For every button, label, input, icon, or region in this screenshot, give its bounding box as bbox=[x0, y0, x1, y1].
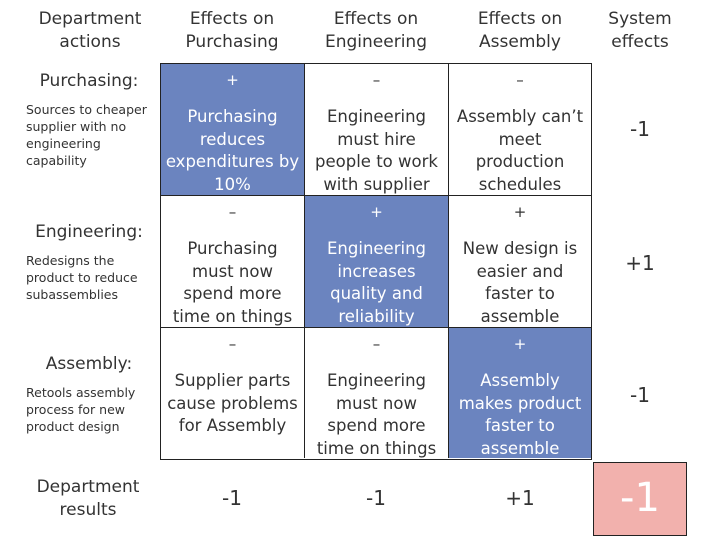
result-assembly: +1 bbox=[505, 486, 535, 510]
effect-text: Assembly makes product faster to assembl… bbox=[458, 371, 582, 458]
row-heading-assembly: Assembly: Retools assembly process for n… bbox=[20, 353, 158, 435]
row-heading-engineering: Engineering: Redesigns the product to re… bbox=[20, 221, 158, 303]
row-title: Purchasing: bbox=[39, 71, 139, 91]
header-system-effects: System effects bbox=[598, 8, 682, 54]
system-total-value: -1 bbox=[620, 475, 660, 521]
header-department-actions: Department actions bbox=[20, 8, 160, 54]
matrix-cell: + Assembly makes product faster to assem… bbox=[449, 328, 591, 458]
result-engineering: -1 bbox=[366, 486, 386, 510]
effect-sign: + bbox=[513, 335, 527, 353]
effect-text: New design is easier and faster to assem… bbox=[462, 239, 578, 326]
effect-text: Engineering increases quality and reliab… bbox=[327, 239, 426, 326]
system-effect-assembly: -1 bbox=[630, 383, 650, 407]
header-label: Effects on Engineering bbox=[325, 9, 427, 52]
matrix-cell: + Engineering increases quality and reli… bbox=[305, 196, 449, 328]
matrix-cell: + New design is easier and faster to ass… bbox=[449, 196, 591, 328]
effect-sign: + bbox=[226, 71, 239, 89]
effect-text: Engineering must hire people to work wit… bbox=[315, 107, 438, 194]
department-results-label: Department results bbox=[36, 477, 140, 520]
result-purchasing: -1 bbox=[222, 486, 242, 510]
matrix-cell: – Purchasing must now spend more time on… bbox=[161, 196, 305, 328]
row-title: Assembly: bbox=[45, 354, 133, 374]
header-label: Effects on Assembly bbox=[477, 9, 563, 52]
matrix-cell: – Engineering must now spend more time o… bbox=[305, 328, 449, 458]
header-effects-engineering: Effects on Engineering bbox=[304, 8, 448, 54]
effect-text: Engineering must now spend more time on … bbox=[316, 371, 437, 458]
header-label: System effects bbox=[608, 9, 672, 52]
header-effects-assembly: Effects on Assembly bbox=[448, 8, 592, 54]
system-effect-engineering: +1 bbox=[625, 251, 655, 275]
matrix-cell: – Supplier parts cause problems for Asse… bbox=[161, 328, 305, 458]
row-description: Redesigns the product to reduce subassem… bbox=[26, 253, 138, 302]
matrix-cell: – Assembly can’t meet production schedul… bbox=[449, 64, 591, 196]
row-heading-purchasing: Purchasing: Sources to cheaper supplier … bbox=[20, 70, 158, 169]
effect-sign: + bbox=[513, 203, 527, 221]
system-effect-purchasing: -1 bbox=[630, 117, 650, 141]
effect-sign: + bbox=[370, 203, 383, 221]
effect-text: Supplier parts cause problems for Assemb… bbox=[167, 371, 298, 435]
header-label: Effects on Purchasing bbox=[185, 9, 279, 52]
matrix-cell: + Purchasing reduces expenditures by 10% bbox=[161, 64, 305, 196]
header-label: Department actions bbox=[38, 9, 142, 52]
row-description: Retools assembly process for new product… bbox=[26, 385, 136, 434]
effect-sign: – bbox=[372, 71, 381, 89]
effect-sign: – bbox=[516, 71, 524, 89]
effect-sign: – bbox=[372, 335, 381, 353]
effects-matrix: + Purchasing reduces expenditures by 10%… bbox=[160, 63, 592, 460]
row-title: Engineering: bbox=[35, 222, 143, 242]
matrix-cell: – Engineering must hire people to work w… bbox=[305, 64, 449, 196]
effect-text: Assembly can’t meet production schedules bbox=[456, 107, 584, 194]
header-effects-purchasing: Effects on Purchasing bbox=[160, 8, 304, 54]
row-description: Sources to cheaper supplier with no engi… bbox=[26, 102, 147, 168]
effect-sign: – bbox=[228, 335, 237, 353]
effect-sign: – bbox=[228, 203, 237, 221]
system-total: -1 bbox=[593, 462, 687, 536]
effect-text: Purchasing must now spend more time on t… bbox=[172, 239, 293, 326]
effect-text: Purchasing reduces expenditures by 10% bbox=[165, 107, 300, 194]
